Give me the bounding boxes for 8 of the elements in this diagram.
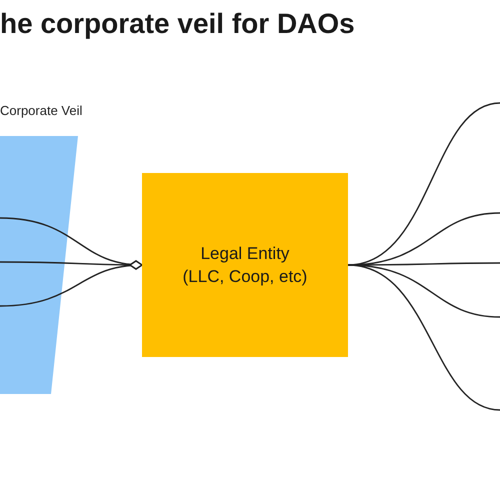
connector-line	[348, 212, 500, 266]
title: he corporate veil for DAOs	[0, 7, 355, 41]
connector-line	[0, 260, 143, 307]
entity-box	[142, 173, 348, 357]
entity-label: Legal Entity (LLC, Coop, etc)	[182, 242, 308, 288]
connector-line	[348, 102, 500, 266]
connector-line	[348, 264, 500, 411]
veil-label: Corporate Veil	[0, 104, 84, 120]
